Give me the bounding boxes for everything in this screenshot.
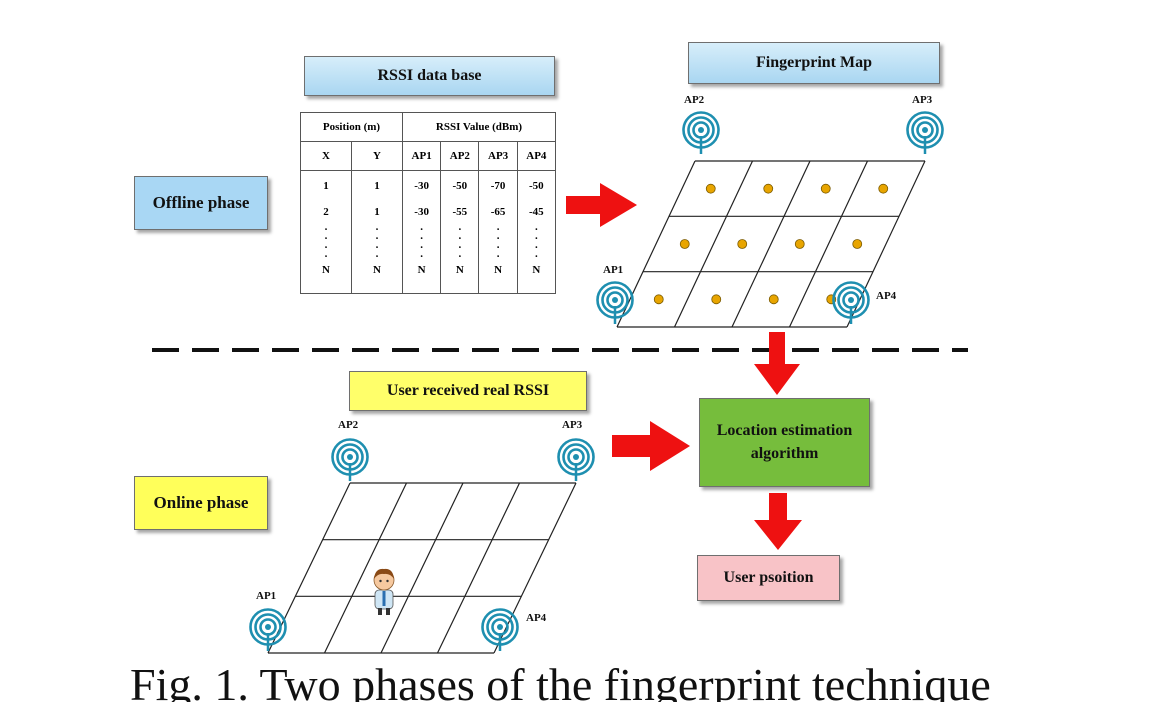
ellipsis-dots: .... — [534, 221, 538, 260]
column-header: Y — [350, 141, 404, 171]
ap2-antenna-icon — [682, 111, 720, 156]
rssi-database-table: Position (m) RSSI Value (dBm) X Y AP1 AP… — [300, 112, 557, 294]
table-cell: 2 — [323, 206, 329, 218]
table-cell: N — [417, 264, 426, 276]
ap1-antenna-icon — [596, 281, 634, 326]
arrow-user-to-algorithm — [612, 421, 690, 471]
table-column-values: -50 -45.... N — [516, 170, 557, 294]
ap3-label: AP3 — [912, 94, 933, 106]
column-header: AP4 — [516, 141, 557, 171]
ap2-label: AP2 — [684, 94, 705, 106]
figure-caption: Fig. 1. Two phases of the fingerprint te… — [130, 659, 991, 702]
fingerprint-map-title: Fingerprint Map — [688, 42, 940, 84]
ap4-label: AP4 — [876, 290, 897, 302]
column-header: AP3 — [478, 141, 518, 171]
table-column-values: 1 1.... N — [350, 170, 404, 294]
ellipsis-dots: .... — [496, 221, 500, 260]
table-cell: N — [322, 264, 330, 276]
grid-column-line — [673, 160, 754, 328]
reference-point — [794, 239, 805, 249]
table-column-values: 1 2.... N — [300, 170, 352, 294]
grid-column-line — [616, 160, 696, 328]
rssi-group-header: RSSI Value (dBm) — [402, 112, 556, 142]
grid-column-line — [323, 482, 408, 654]
table-cell: -30 — [414, 180, 429, 192]
reference-point — [763, 183, 774, 194]
ellipsis-dots: .... — [324, 221, 328, 260]
arrow-db-to-map — [566, 183, 637, 227]
reference-point — [705, 183, 716, 194]
grid-column-line — [731, 160, 811, 328]
ap4-antenna-icon — [481, 608, 519, 653]
table-column-values: -30 -30.... N — [401, 170, 442, 294]
offline-phase-label: Offline phase — [134, 176, 268, 230]
column-header: AP2 — [440, 141, 480, 171]
ap1-antenna-icon — [249, 608, 287, 653]
table-cell: -50 — [452, 180, 468, 192]
ap2-antenna-icon — [331, 438, 369, 483]
reference-point — [852, 239, 863, 249]
location-estimation-algorithm-box: Location estimation algorithm — [699, 398, 870, 487]
user-position-box: User psoition — [697, 555, 840, 601]
online-area-grid — [267, 482, 577, 654]
reference-point — [768, 294, 779, 305]
table-cell: N — [494, 264, 503, 276]
table-cell: -30 — [414, 206, 429, 218]
table-cell: -65 — [490, 206, 506, 218]
table-cell: 1 — [374, 206, 380, 218]
rssi-database-title: RSSI data base — [304, 56, 555, 96]
reference-point — [737, 239, 748, 249]
grid-column-line — [788, 160, 869, 328]
user-received-rssi-label: User received real RSSI — [349, 371, 587, 411]
table-column-values: -50 -55.... N — [440, 170, 480, 294]
ap2-label: AP2 — [338, 419, 359, 431]
table-cell: -55 — [452, 206, 468, 218]
arrow-algorithm-to-output — [754, 493, 802, 550]
ap3-antenna-icon — [906, 111, 944, 156]
table-cell: -45 — [529, 206, 544, 218]
table-cell: N — [455, 264, 464, 276]
ap3-label: AP3 — [562, 419, 583, 431]
ap4-antenna-icon — [832, 281, 870, 326]
ap1-label: AP1 — [256, 590, 277, 602]
table-cell: -70 — [490, 180, 506, 192]
column-header: AP1 — [401, 141, 442, 171]
grid-column-line — [267, 482, 351, 654]
table-cell: -50 — [529, 180, 544, 192]
reference-point — [679, 239, 690, 249]
ap4-label: AP4 — [526, 612, 547, 624]
table-column-values: -70 -65.... N — [478, 170, 518, 294]
arrow-map-to-algorithm — [754, 332, 800, 395]
reference-point — [711, 294, 722, 305]
ellipsis-dots: .... — [375, 221, 379, 260]
table-cell: 1 — [374, 180, 380, 192]
grid-column-line — [846, 160, 926, 328]
reference-point — [653, 294, 664, 305]
table-cell: N — [532, 264, 541, 276]
position-group-header: Position (m) — [300, 112, 403, 142]
table-cell: 1 — [323, 180, 329, 192]
fingerprint-map-grid — [616, 160, 926, 328]
table-cell: N — [373, 264, 381, 276]
grid-column-line — [436, 482, 521, 654]
column-header: X — [300, 141, 352, 171]
algorithm-label-line2: algorithm — [750, 444, 819, 462]
reference-point — [878, 183, 889, 194]
reference-points — [653, 183, 889, 305]
online-phase-label: Online phase — [134, 476, 268, 530]
ap1-label: AP1 — [603, 264, 624, 276]
reference-point — [820, 183, 831, 194]
user-icon — [373, 568, 395, 615]
ellipsis-dots: .... — [458, 221, 462, 260]
ellipsis-dots: .... — [420, 221, 423, 260]
grid-column-line — [380, 482, 464, 654]
ap3-antenna-icon — [557, 438, 595, 483]
algorithm-label-line1: Location estimation — [716, 422, 853, 440]
